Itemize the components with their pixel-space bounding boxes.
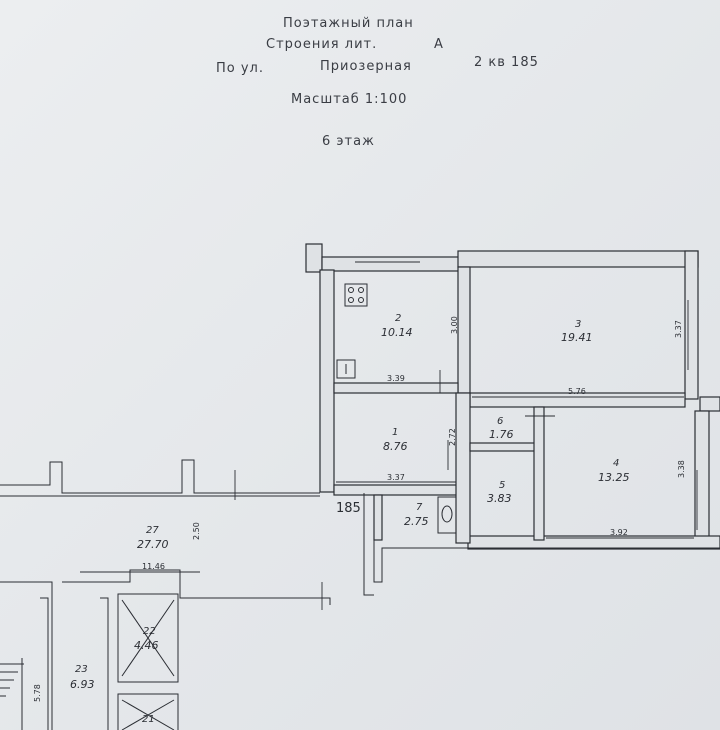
house-number: 2 кв 185 bbox=[474, 55, 539, 70]
room-7-number: 7 bbox=[416, 502, 423, 513]
lift-shaft-wall bbox=[100, 597, 109, 730]
corridor-door-wall bbox=[373, 540, 720, 583]
room-1-area: 8.76 bbox=[383, 440, 408, 453]
dim-1146: 11.46 bbox=[142, 562, 165, 571]
room-2-area: 10.14 bbox=[381, 326, 413, 339]
room-23-number: 23 bbox=[75, 664, 88, 675]
street-prefix: По ул. bbox=[216, 61, 264, 76]
room-3-area: 19.41 bbox=[561, 331, 593, 344]
corridor-wall-south2 bbox=[62, 569, 331, 605]
partition-wc-bath bbox=[373, 494, 383, 541]
room-4-number: 4 bbox=[613, 458, 619, 469]
dim-338: 3.38 bbox=[677, 460, 686, 478]
partition-kitchen-hall bbox=[333, 382, 459, 394]
wall-north-window bbox=[321, 256, 463, 272]
room-27-area: 27.70 bbox=[137, 538, 169, 551]
partition-room4 bbox=[533, 406, 545, 541]
wall-west bbox=[319, 269, 335, 493]
wall-north-right bbox=[457, 250, 699, 268]
stair-wall bbox=[40, 597, 49, 730]
room-5-number: 5 bbox=[499, 480, 505, 491]
room-22-area: 4.46 bbox=[134, 639, 159, 652]
partition-kitchen-bedroom bbox=[457, 266, 471, 394]
dim-250: 2.50 bbox=[192, 522, 201, 540]
wall-north-left bbox=[305, 243, 323, 273]
stove-icon bbox=[344, 283, 368, 307]
dim-339: 3.39 bbox=[387, 374, 405, 383]
room-23-area: 6.93 bbox=[70, 678, 95, 691]
room-1-number: 1 bbox=[392, 427, 398, 438]
corridor-wall-north bbox=[0, 459, 320, 494]
room-2-number: 2 bbox=[395, 313, 401, 324]
plan-title: Поэтажный план bbox=[283, 16, 414, 31]
street-name: Приозерная bbox=[320, 59, 412, 74]
floor-label: 6 этаж bbox=[322, 134, 375, 149]
partition-wc bbox=[469, 442, 541, 452]
apartment-number: 185 bbox=[336, 501, 361, 516]
dim-337-top: 3.37 bbox=[674, 320, 683, 338]
dim-392: 3.92 bbox=[610, 528, 628, 537]
partition-hall-bath bbox=[455, 392, 471, 544]
wall-south-left bbox=[333, 484, 465, 496]
building-label: Строения лит. bbox=[266, 37, 378, 52]
room-21-number: 21 bbox=[142, 714, 155, 725]
room-7-area: 2.75 bbox=[404, 515, 429, 528]
lift-box-21 bbox=[117, 693, 179, 730]
building-letter: А bbox=[434, 37, 444, 52]
dim-578: 5.78 bbox=[33, 684, 42, 702]
corridor-wall-east bbox=[363, 493, 374, 596]
lift-cross-4 bbox=[121, 699, 175, 730]
room-3-number: 3 bbox=[575, 319, 581, 330]
room-22-number: 22 bbox=[143, 626, 156, 637]
dim-300: 3.00 bbox=[450, 316, 459, 334]
corridor-wall-south bbox=[0, 581, 53, 730]
scale-label: Масштаб 1:100 bbox=[291, 92, 408, 107]
wall-east bbox=[684, 250, 699, 400]
toilet-icon bbox=[437, 496, 457, 534]
dim-272: 2.72 bbox=[448, 428, 457, 446]
dim-576: 5.76 bbox=[568, 387, 586, 396]
room-27-number: 27 bbox=[146, 525, 159, 536]
stairs bbox=[0, 658, 24, 730]
lift-box-22 bbox=[117, 593, 179, 683]
sink-icon bbox=[336, 359, 356, 379]
wall-east-lower bbox=[699, 396, 720, 412]
dim-337: 3.37 bbox=[387, 473, 405, 482]
room-6-number: 6 bbox=[497, 416, 503, 427]
room-4-area: 13.25 bbox=[598, 471, 630, 484]
room-6-area: 1.76 bbox=[489, 428, 514, 441]
room-5-area: 3.83 bbox=[487, 492, 512, 505]
lift-cross-2 bbox=[121, 599, 175, 677]
